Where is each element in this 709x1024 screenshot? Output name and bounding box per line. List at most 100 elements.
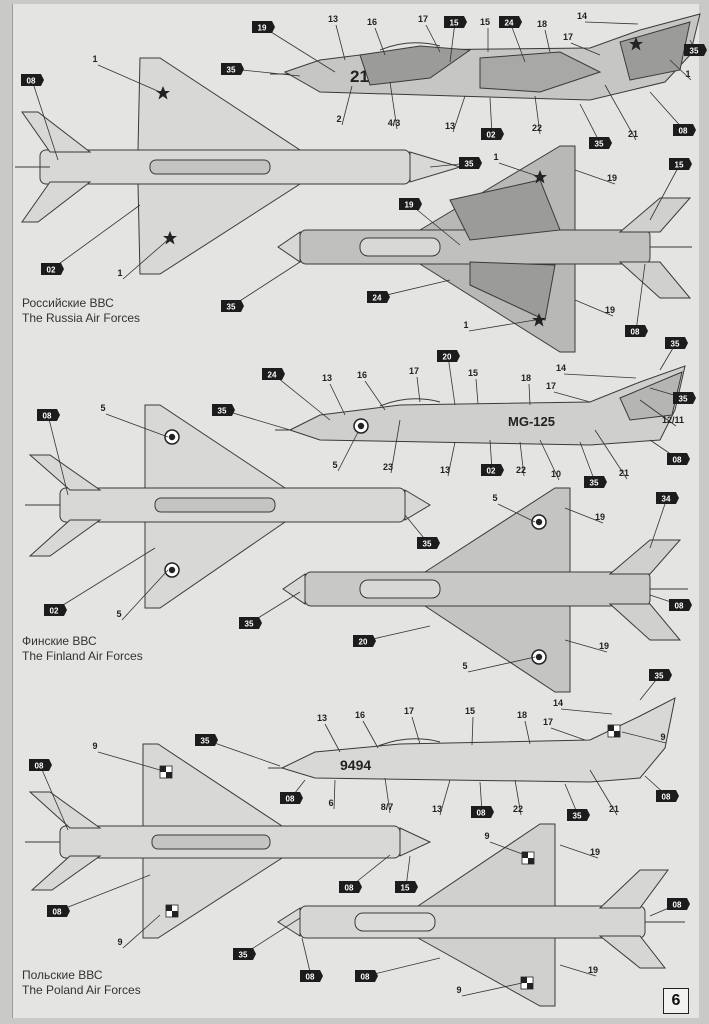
leader-line bbox=[489, 841, 526, 856]
leader-line bbox=[416, 376, 421, 403]
svg-text:15: 15 bbox=[450, 19, 459, 28]
side-view-finland bbox=[275, 365, 686, 446]
leader-line bbox=[425, 24, 441, 53]
leader-line bbox=[377, 279, 451, 298]
checkerboard-insignia bbox=[521, 851, 535, 865]
leader-line bbox=[559, 844, 599, 859]
decal-tag: 08 bbox=[300, 970, 323, 982]
caption-finland: Финские ВВС The Finland Air Forces bbox=[22, 634, 143, 664]
decal-tag: 15 bbox=[395, 881, 418, 893]
svg-text:02: 02 bbox=[487, 467, 496, 476]
leader-line bbox=[621, 731, 667, 744]
callout-number: 1 bbox=[463, 320, 468, 330]
callout-number: 6 bbox=[328, 798, 333, 808]
svg-text:08: 08 bbox=[673, 456, 682, 465]
leader-line bbox=[122, 914, 161, 949]
callout-number: 17 bbox=[409, 366, 419, 376]
decal-tag: 35 bbox=[459, 157, 482, 169]
callout-number: 9 bbox=[456, 985, 461, 995]
decal-tag: 02 bbox=[44, 604, 67, 616]
callout-number: 17 bbox=[404, 706, 414, 716]
leader-line bbox=[498, 162, 541, 178]
leader-line bbox=[579, 441, 596, 483]
leader-line bbox=[122, 237, 171, 280]
leader-line bbox=[461, 982, 523, 997]
leader-line bbox=[550, 727, 586, 741]
callout-number: 22 bbox=[516, 465, 526, 475]
leader-line bbox=[514, 779, 522, 816]
decal-tag: 35 bbox=[221, 63, 244, 75]
decal-tag: 20 bbox=[353, 635, 376, 647]
page-number: 6 bbox=[663, 988, 689, 1014]
caption-ru: Финские ВВС bbox=[22, 634, 97, 648]
svg-text:08: 08 bbox=[286, 795, 295, 804]
decal-tag: 08 bbox=[673, 124, 696, 136]
decal-tag: 08 bbox=[280, 792, 303, 804]
decal-tag: 08 bbox=[339, 881, 362, 893]
svg-text:35: 35 bbox=[690, 47, 699, 56]
svg-text:24: 24 bbox=[505, 19, 514, 28]
svg-text:02: 02 bbox=[47, 266, 56, 275]
leader-line bbox=[243, 917, 301, 955]
decal-tag: 08 bbox=[47, 905, 70, 917]
callout-number: 9 bbox=[117, 937, 122, 947]
callout-number: 18 bbox=[537, 19, 547, 29]
decal-tag: 35 bbox=[684, 44, 707, 56]
decal-tag: 24 bbox=[367, 291, 390, 303]
callout-number: 12/11 bbox=[662, 415, 684, 425]
callout-number: 19 bbox=[588, 965, 598, 975]
callout-number: 23 bbox=[383, 462, 393, 472]
svg-text:35: 35 bbox=[573, 812, 582, 821]
caption-ru: Российские ВВС bbox=[22, 296, 114, 310]
svg-text:08: 08 bbox=[35, 762, 44, 771]
plan-view-top-russia bbox=[15, 57, 462, 275]
leader-line bbox=[564, 639, 608, 653]
svg-text:35: 35 bbox=[679, 395, 688, 404]
decal-tag: 08 bbox=[29, 759, 52, 771]
svg-text:35: 35 bbox=[590, 479, 599, 488]
checkerboard-insignia bbox=[165, 904, 179, 918]
svg-text:35: 35 bbox=[655, 672, 664, 681]
checkerboard-insignia bbox=[159, 765, 173, 779]
roundel-insignia bbox=[164, 562, 180, 578]
caption-ru: Польские ВВС bbox=[22, 968, 103, 982]
leader-line bbox=[544, 29, 551, 53]
leader-line bbox=[594, 429, 628, 480]
leader-line bbox=[649, 497, 668, 549]
roundel-insignia bbox=[353, 418, 369, 434]
leader-line bbox=[333, 779, 336, 810]
decal-tag: 19 bbox=[252, 21, 275, 33]
leader-line bbox=[570, 42, 601, 56]
leader-line bbox=[519, 441, 525, 477]
svg-text:08: 08 bbox=[673, 901, 682, 910]
decal-tag: 02 bbox=[481, 128, 504, 140]
leader-line bbox=[524, 720, 531, 745]
leader-line bbox=[222, 409, 291, 431]
svg-text:35: 35 bbox=[671, 340, 680, 349]
leader-line bbox=[534, 95, 541, 135]
decal-tag: 35 bbox=[649, 669, 672, 681]
leader-line bbox=[563, 373, 637, 379]
leader-line bbox=[54, 547, 156, 611]
decal-tag: 35 bbox=[233, 948, 256, 960]
callout-number: 5 bbox=[332, 460, 337, 470]
leader-line bbox=[51, 204, 141, 270]
callout-number: 4/3 bbox=[388, 118, 401, 128]
decal-tag: 35 bbox=[239, 617, 262, 629]
caption-russia: Российские ВВС The Russia Air Forces bbox=[22, 296, 140, 326]
svg-text:24: 24 bbox=[268, 371, 277, 380]
leader-line bbox=[560, 708, 613, 715]
callout-number: 8/7 bbox=[381, 802, 394, 812]
callout-number: 17 bbox=[546, 381, 556, 391]
leader-line bbox=[262, 26, 336, 73]
leader-line bbox=[564, 507, 604, 524]
callout-number: 19 bbox=[599, 641, 609, 651]
leader-line bbox=[231, 261, 301, 307]
decal-tag: 35 bbox=[584, 476, 607, 488]
decal-tag: 02 bbox=[41, 263, 64, 275]
leader-line bbox=[97, 64, 161, 93]
callout-number: 19 bbox=[595, 512, 605, 522]
